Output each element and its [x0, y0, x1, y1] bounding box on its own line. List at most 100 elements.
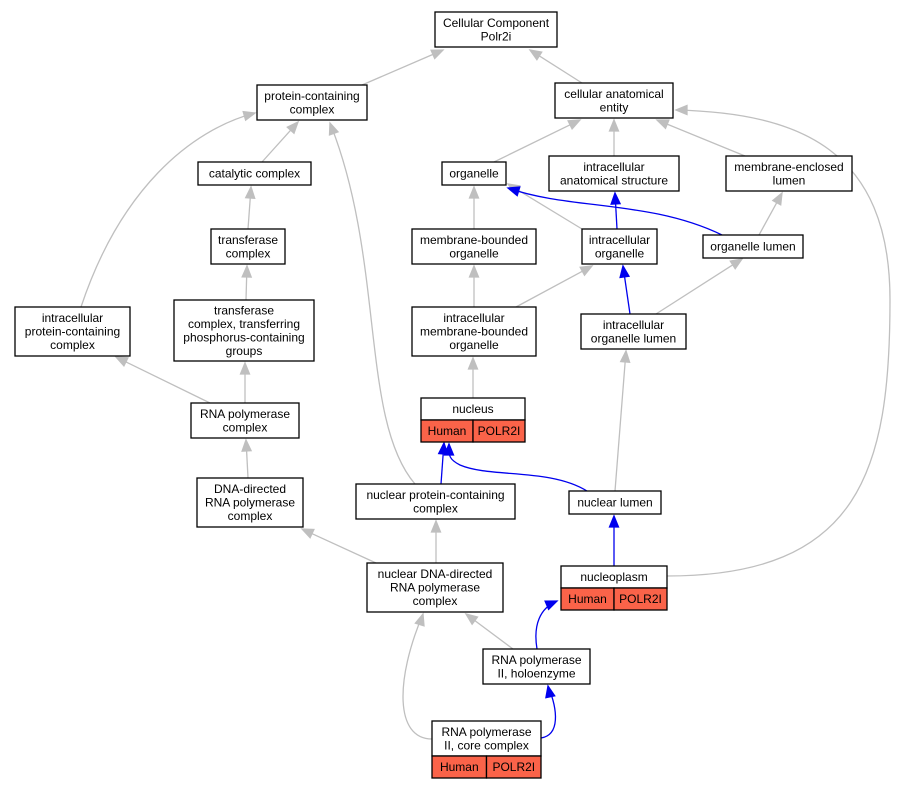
go-term-node-catalytic-complex[interactable]: catalytic complex — [197, 161, 312, 186]
annotation-tag-polr2i[interactable]: POLR2I — [613, 587, 668, 611]
edge-is-a-nuclear-protein-containing-complex-to-protein-containing-complex — [328, 121, 416, 485]
annotation-tag-label: POLR2I — [478, 424, 521, 438]
node-label-line: protein-containing — [25, 325, 120, 339]
edge-is-a-organelle-to-cellular-anatomical-entity — [493, 119, 582, 163]
edge-part-of-rna-polymerase-ii-core-complex-to-rna-polymerase-ii-holoenzyme — [540, 684, 557, 739]
node-label-line: nuclear lumen — [577, 496, 652, 510]
edge-part-of-intracellular-organelle-lumen-to-intracellular-organelle — [619, 264, 631, 315]
node-label-line: catalytic complex — [209, 167, 300, 181]
node-label-line: organelle — [595, 246, 645, 260]
annotation-tag-label: Human — [568, 592, 607, 606]
edge-is-a-transferase-complex-phospho-to-transferase-complex — [241, 264, 253, 301]
edge-part-of-organelle-lumen-to-organelle — [506, 186, 723, 236]
edge-is-a-cellular-anatomical-entity-to-root — [528, 49, 583, 84]
node-label-line: intracellular — [443, 311, 504, 325]
annotation-tag-polr2i[interactable]: POLR2I — [485, 755, 542, 779]
node-label-line: lumen — [773, 173, 806, 187]
go-term-node-organelle-lumen[interactable]: organelle lumen — [702, 234, 804, 259]
go-term-node-organelle[interactable]: organelle — [441, 161, 507, 186]
node-label-line: complex — [413, 502, 458, 516]
node-label-line: complex, transferring — [188, 317, 300, 331]
edge-is-a-rna-polymerase-complex-to-transferase-complex-phospho — [239, 361, 251, 403]
node-label-line: organelle — [449, 167, 499, 181]
node-label-line: intracellular — [42, 311, 103, 325]
edge-is-a-rna-polymerase-ii-core-complex-to-nuclear-dna-directed-rna-polymerase-complex — [402, 612, 433, 740]
node-label-line: RNA polymerase — [390, 581, 480, 595]
edge-is-a-intracellular-membrane-bounded-organelle-to-intracellular-organelle — [515, 265, 594, 308]
node-label-line: Polr2i — [481, 30, 512, 44]
node-label-line: complex — [413, 594, 458, 608]
edge-is-a-intracellular-anatomical-structure-to-cellular-anatomical-entity — [608, 118, 620, 156]
node-label-line: RNA polymerase — [441, 725, 531, 739]
edge-is-a-catalytic-complex-to-protein-containing-complex — [261, 120, 300, 163]
node-label-line: complex — [228, 509, 273, 523]
node-label-line: organelle lumen — [591, 331, 676, 345]
node-label-line: protein-containing — [264, 89, 359, 103]
annotation-tag-label: Human — [428, 424, 467, 438]
go-term-node-nuclear-lumen[interactable]: nuclear lumen — [568, 490, 662, 515]
annotation-tag-label: POLR2I — [492, 760, 535, 774]
edge-is-a-intracellular-protein-containing-complex-to-protein-containing-complex — [80, 110, 257, 308]
edge-is-a-membrane-bounded-organelle-to-organelle — [468, 185, 480, 229]
node-label-line: nucleoplasm — [580, 570, 647, 584]
annotation-tag-human[interactable]: Human — [431, 755, 488, 779]
edge-part-of-rna-polymerase-ii-holoenzyme-to-nucleoplasm — [535, 600, 559, 650]
node-label-line: membrane-bounded — [420, 325, 528, 339]
edge-part-of-nucleoplasm-to-nuclear-lumen — [608, 514, 620, 566]
node-label-line: transferase — [218, 233, 278, 247]
node-label-line: membrane-bounded — [420, 233, 528, 247]
node-label-line: organelle — [449, 338, 499, 352]
node-label-line: complex — [290, 103, 335, 117]
edge-is-a-intracellular-membrane-bounded-organelle-to-membrane-bounded-organelle — [468, 264, 480, 307]
node-label-line: organelle lumen — [710, 240, 795, 254]
edge-is-a-nucleoplasm-to-cellular-anatomical-entity — [666, 104, 891, 577]
node-label-line: DNA-directed — [214, 482, 286, 496]
node-label-line: II, holoenzyme — [497, 667, 575, 681]
node-label-line: complex — [223, 420, 268, 434]
node-label-line: intracellular — [589, 233, 650, 247]
node-label-line: intracellular — [583, 160, 644, 174]
annotation-tag-human[interactable]: Human — [560, 587, 615, 611]
edge-is-a-rna-polymerase-complex-to-intracellular-protein-containing-complex — [114, 356, 211, 404]
node-label-line: RNA polymerase — [200, 407, 290, 421]
edge-is-a-transferase-complex-to-catalytic-complex — [244, 185, 256, 230]
node-label-line: complex — [226, 246, 271, 260]
annotation-tag-human[interactable]: Human — [420, 419, 474, 443]
edge-is-a-rna-polymerase-ii-holoenzyme-to-nuclear-dna-directed-rna-polymerase-complex — [464, 612, 514, 650]
edge-is-a-organelle-lumen-to-membrane-enclosed-lumen — [758, 191, 783, 236]
node-label-line: organelle — [449, 246, 499, 260]
edge-is-a-intracellular-organelle-lumen-to-organelle-lumen — [655, 258, 744, 315]
edge-is-a-nucleus-to-intracellular-membrane-bounded-organelle — [467, 356, 479, 398]
edge-is-a-nuclear-dna-directed-rna-polymerase-complex-to-nuclear-protein-containing-complex — [430, 519, 442, 563]
node-label-line: nuclear protein-containing — [366, 488, 504, 502]
node-label-line: groups — [226, 344, 263, 358]
annotation-tag-polr2i[interactable]: POLR2I — [472, 419, 526, 443]
edge-part-of-intracellular-organelle-to-intracellular-anatomical-structure — [610, 191, 622, 230]
edges-layer — [80, 49, 891, 740]
node-label-line: nuclear DNA-directed — [378, 567, 493, 581]
node-label-line: nucleus — [452, 402, 493, 416]
node-label-line: Cellular Component — [443, 16, 550, 30]
